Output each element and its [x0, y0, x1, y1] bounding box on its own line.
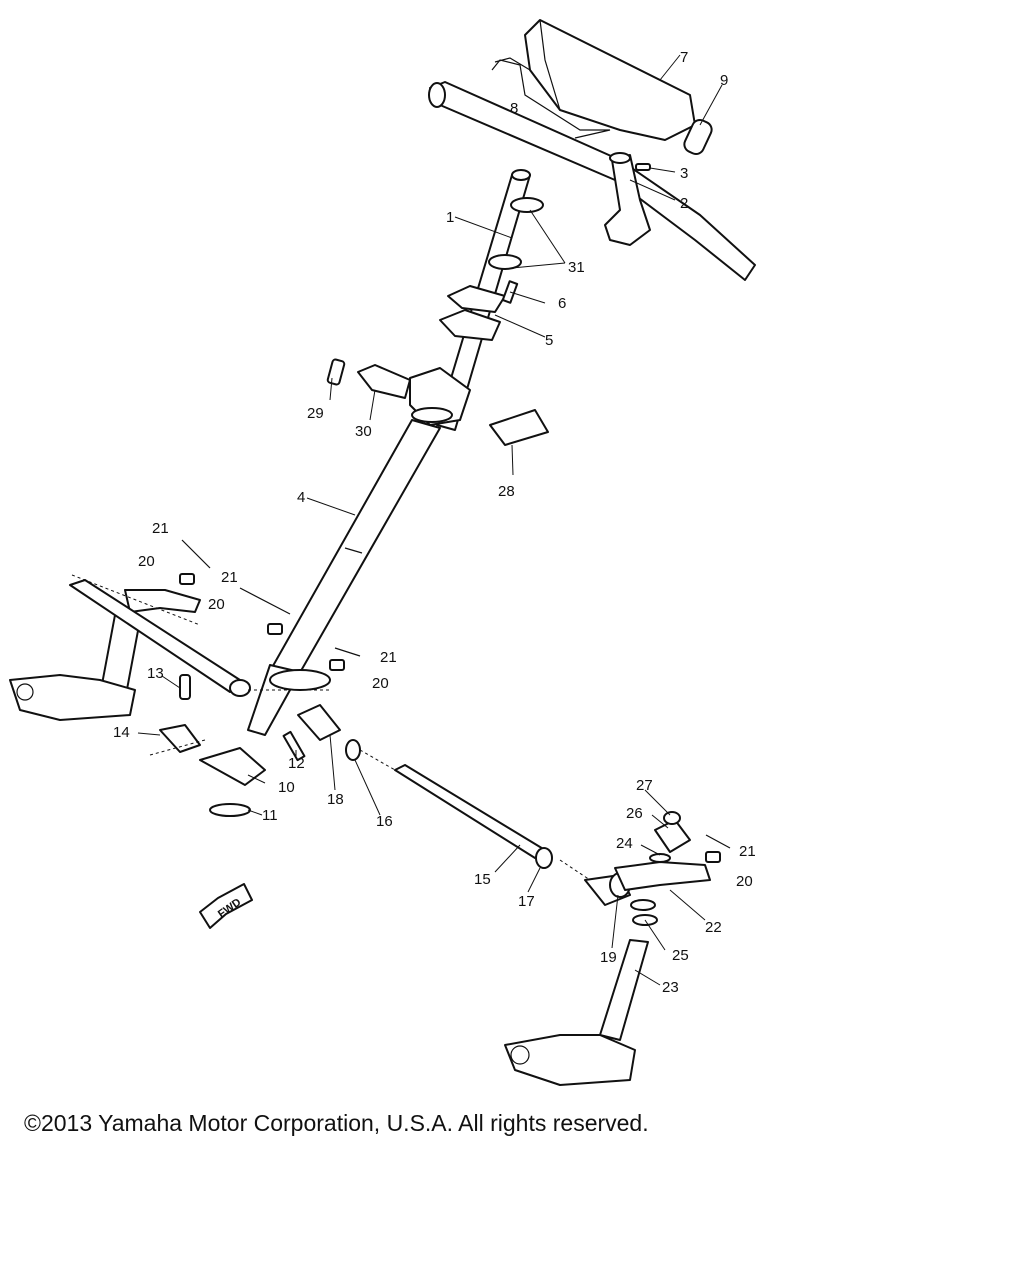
- callout-20-c: 20: [372, 675, 389, 692]
- callout-31: 31: [568, 259, 585, 276]
- bearing-housing: [409, 367, 471, 426]
- callout-5: 5: [545, 332, 553, 349]
- callout-20-b: 20: [208, 596, 225, 613]
- cotter-pins-and-nuts: [179, 539, 731, 863]
- callout-24: 24: [616, 835, 633, 852]
- lower-column: [247, 664, 331, 736]
- callout-14: 14: [113, 724, 130, 741]
- callout-25: 25: [672, 947, 689, 964]
- callout-20-a: 20: [138, 553, 155, 570]
- column-arm: [357, 364, 411, 399]
- callout-11: 11: [262, 807, 278, 824]
- arm-bolt: [326, 358, 346, 386]
- callout-8: 8: [510, 100, 518, 117]
- callout-21-a: 21: [152, 520, 169, 537]
- left-tie-rod: [69, 579, 251, 697]
- callout-16: 16: [376, 813, 393, 830]
- column-collars: [488, 197, 544, 270]
- callout-28: 28: [498, 483, 515, 500]
- handlebar-pad: [494, 19, 696, 141]
- handlebar: [428, 81, 756, 281]
- callout-12: 12: [288, 755, 305, 772]
- left-spindle: [9, 589, 201, 721]
- callout-18: 18: [327, 791, 344, 808]
- long-bolt: [282, 730, 306, 762]
- callout-7: 7: [680, 49, 688, 66]
- column-bracket: [489, 409, 549, 446]
- bracket-bolt: [179, 674, 191, 700]
- callout-labels: 1 2 3 4 5 6 7 8 9 10 11 12 13 14 15 16 1…: [113, 49, 756, 996]
- callout-6: 6: [558, 295, 566, 312]
- callout-4: 4: [297, 489, 305, 506]
- callout-9: 9: [720, 72, 728, 89]
- steering-column: [264, 419, 441, 691]
- callout-29: 29: [307, 405, 324, 422]
- callout-17: 17: [518, 893, 535, 910]
- callout-3: 3: [680, 165, 688, 182]
- callout-15: 15: [474, 871, 491, 888]
- callout-22: 22: [705, 919, 722, 936]
- right-spindle: [504, 939, 649, 1086]
- right-steering-arm: [614, 861, 711, 891]
- handlebar-grip: [683, 118, 713, 156]
- callout-13: 13: [147, 665, 164, 682]
- left-bracket: [159, 724, 201, 753]
- copyright-notice: ©2013 Yamaha Motor Corporation, U.S.A. A…: [24, 1110, 649, 1136]
- callout-1: 1: [446, 209, 454, 226]
- callout-10: 10: [278, 779, 295, 796]
- alignment-lines: [71, 574, 591, 881]
- flange-plates: [439, 285, 506, 341]
- callout-21-b: 21: [221, 569, 238, 586]
- callout-20-d: 20: [736, 873, 753, 890]
- callout-19: 19: [600, 949, 617, 966]
- pad-bracket: [491, 59, 611, 139]
- center-tie-rod: [394, 764, 553, 869]
- callout-30: 30: [355, 423, 372, 440]
- callout-2: 2: [680, 195, 688, 212]
- callout-27: 27: [636, 777, 653, 794]
- leader-lines: [137, 54, 723, 986]
- callout-21-c: 21: [380, 649, 397, 666]
- handlebar-clamp: [604, 152, 651, 246]
- fwd-arrow: FWD: [199, 883, 253, 929]
- callout-23: 23: [662, 979, 679, 996]
- lower-arm: [199, 747, 266, 817]
- callout-26: 26: [626, 805, 643, 822]
- clamp-pin: [635, 163, 651, 171]
- steering-exploded-diagram: FWD 1 2 3 4 5: [9, 19, 756, 1086]
- right-washers: [630, 899, 658, 926]
- right-clamp: [649, 811, 691, 863]
- tie-rod-end: [297, 704, 361, 761]
- callout-21-d: 21: [739, 843, 756, 860]
